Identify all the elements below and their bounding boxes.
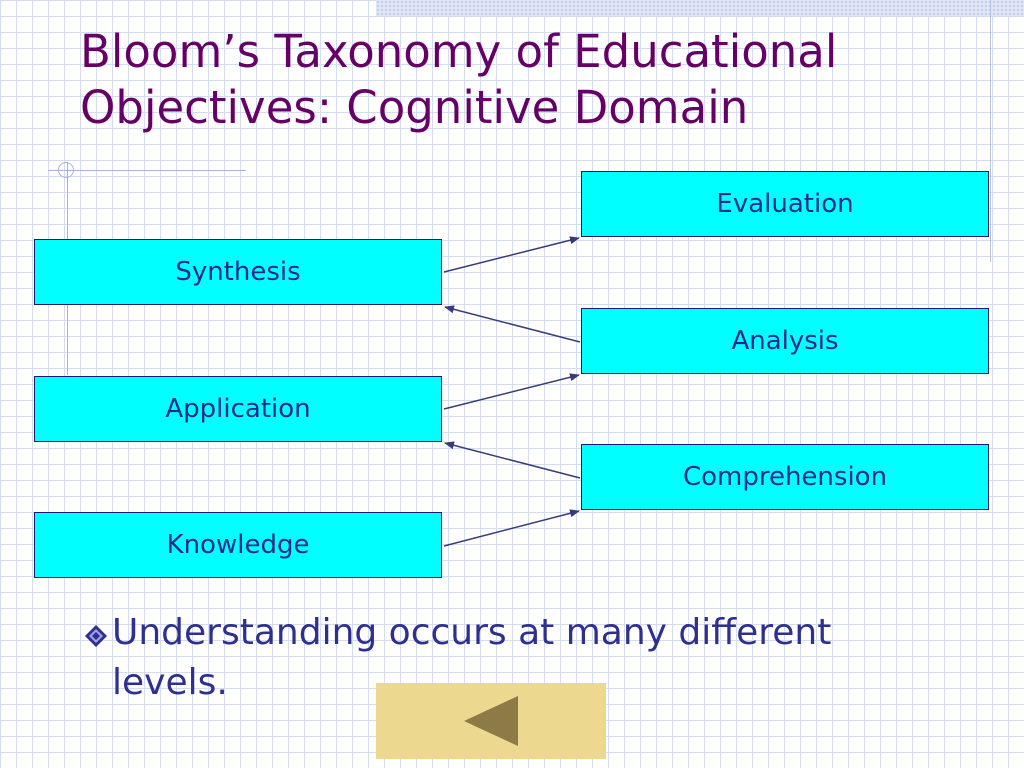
arrow-comprehension-to-application [444,441,581,479]
slide-title: Bloom’s Taxonomy of Educational Objectiv… [80,24,980,136]
title-line-2: Objectives: Cognitive Domain [80,81,749,134]
bullet-item: Understanding occurs at many different l… [84,608,984,708]
title-line-1: Bloom’s Taxonomy of Educational [80,25,838,78]
box-application-label: Application [165,394,311,424]
box-synthesis-label: Synthesis [175,257,301,287]
back-arrow-icon [464,696,518,746]
decor-circle [58,162,74,178]
box-analysis-label: Analysis [731,326,839,356]
diamond-bullet-icon [84,624,112,708]
box-analysis: Analysis [581,308,989,374]
box-knowledge: Knowledge [34,512,442,578]
bullet-text: Understanding occurs at many different l… [112,612,832,703]
box-comprehension: Comprehension [581,444,989,510]
decor-line-vertical-right [990,0,991,262]
box-comprehension-label: Comprehension [682,462,888,492]
box-synthesis: Synthesis [34,239,442,305]
arrow-synthesis-to-evaluation [443,236,580,273]
decor-line-horizontal [48,170,246,171]
arrow-analysis-to-synthesis [444,305,581,343]
arrow-application-to-analysis [443,373,580,410]
box-knowledge-label: Knowledge [166,530,310,560]
box-application: Application [34,376,442,442]
top-decor-band [376,0,1024,16]
back-button[interactable] [376,683,606,759]
box-evaluation-label: Evaluation [716,189,854,219]
arrow-knowledge-to-comprehension [443,509,580,547]
box-evaluation: Evaluation [581,171,989,237]
